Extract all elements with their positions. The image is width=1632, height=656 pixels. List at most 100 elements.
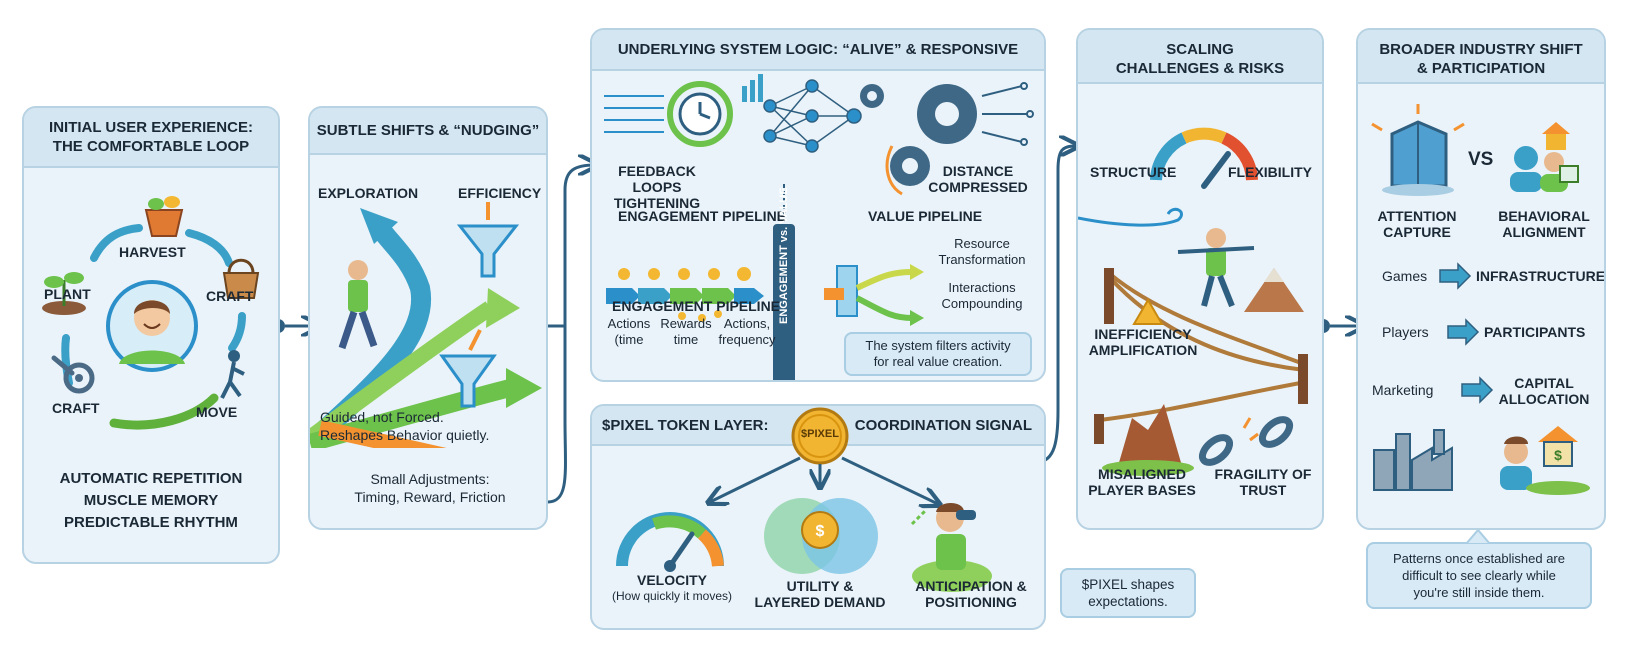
person-house-icon: $ <box>1500 426 1590 495</box>
system-logic-diagram <box>604 74 1034 380</box>
value-pipeline-icon <box>824 264 924 326</box>
fragility-label: FRAGILITY OF TRUST <box>1204 466 1322 498</box>
games-label: Games <box>1382 268 1428 284</box>
nudging-paths-diagram <box>310 202 542 448</box>
note-line: for real value creation. <box>873 354 1003 369</box>
panel-title: INITIAL USER EXPERIENCE: THE COMFORTABLE… <box>24 108 278 168</box>
mountain-icon <box>1244 268 1304 312</box>
panel-title: $PIXEL TOKEN LAYER: COORDINATION SIGNAL <box>592 406 1044 446</box>
label-line: ALLOCATION <box>1498 391 1590 407</box>
path-arrow-orange <box>318 420 447 448</box>
small-line: Small Adjustments: <box>370 471 490 487</box>
engagement-pipeline-top-label: ENGAGEMENT PIPELINE <box>618 208 787 224</box>
inefficiency-label: INEFFICIENCY AMPLIFICATION <box>1078 326 1208 358</box>
loop-arrow <box>185 229 233 267</box>
small-line: Timing, Reward, Friction <box>354 489 506 505</box>
engagement-pipeline-bottom-label: ENGAGEMENT PIPELINE <box>612 298 781 314</box>
tightrope-walker-icon <box>1177 228 1255 308</box>
bar-chart-icon <box>742 74 763 102</box>
note-line: Patterns once established are <box>1393 551 1565 566</box>
speedometer-icon <box>616 512 724 572</box>
footer-line: PREDICTABLE RHYTHM <box>64 514 238 531</box>
structure-label: STRUCTURE <box>1090 164 1177 180</box>
layered-demand-icon: $ <box>764 498 878 574</box>
engagement-pipeline-arrow <box>606 288 764 304</box>
panel-pixel-token-layer: $PIXEL TOKEN LAYER: COORDINATION SIGNAL … <box>590 404 1046 630</box>
scaling-risk-diagram <box>1078 127 1308 476</box>
label-line: MISALIGNED <box>1098 466 1186 482</box>
neural-network-icon <box>763 79 862 153</box>
harvest-label: HARVEST <box>119 244 186 260</box>
people-home-icon <box>1510 122 1579 192</box>
panel-system-logic: UNDERLYING SYSTEM LOGIC: “ALIVE” & RESPO… <box>590 28 1046 382</box>
label-line: FRAGILITY OF <box>1214 466 1312 482</box>
distance-compressed-label: DISTANCE COMPRESSED <box>918 163 1038 195</box>
feedback-loops-label: FEEDBACK LOOPS TIGHTENING <box>592 163 722 211</box>
person-binoculars-icon <box>910 503 992 592</box>
title-line: SCALING <box>1166 41 1234 58</box>
craft-right-label: CRAFT <box>206 288 254 304</box>
footer-line: AUTOMATIC REPETITION <box>59 470 243 487</box>
cycle-arrow <box>885 145 903 196</box>
label-line: AMPLIFICATION <box>1088 342 1198 358</box>
building-icon <box>1371 104 1465 196</box>
factory-icon <box>1373 429 1453 491</box>
actions-time-label: Actions (time <box>602 316 656 348</box>
label-line: ATTENTION <box>1377 208 1457 224</box>
panel-initial-experience: INITIAL USER EXPERIENCE: THE COMFORTABLE… <box>22 106 280 564</box>
engagement-vs-value-label: ENGAGEMENT vs. VALUE <box>778 187 790 324</box>
label-line: INEFFICIENCY <box>1094 326 1192 342</box>
label-line: POSITIONING <box>925 594 1017 610</box>
label-line: Interactions <box>948 280 1016 295</box>
panel-title: UNDERLYING SYSTEM LOGIC: “ALIVE” & RESPO… <box>592 30 1044 71</box>
small-adjustments-note: Small Adjustments: Timing, Reward, Frict… <box>320 470 540 506</box>
bucket-icon <box>222 258 260 299</box>
note-line: difficult to see clearly while <box>1402 568 1556 583</box>
move-label: MOVE <box>196 404 238 420</box>
sprout-icon <box>42 272 86 315</box>
efficiency-label: EFFICIENCY <box>458 185 542 201</box>
industry-shift-diagram: $ <box>1371 104 1590 495</box>
title-line: UNDERLYING SYSTEM LOGIC: “ALIVE” & RESPO… <box>617 41 1019 58</box>
spark-icon <box>1242 417 1259 442</box>
guided-line: Guided, not Forced. <box>320 409 444 425</box>
note-line: expectations. <box>1088 594 1168 609</box>
label-line: PLAYER BASES <box>1088 482 1196 498</box>
plant-label: PLANT <box>44 286 91 302</box>
engagement-value-bar <box>773 224 795 380</box>
label-line: Transformation <box>938 252 1026 267</box>
pixel-coin-icon <box>791 407 849 465</box>
panel-title: SCALING CHALLENGES & RISKS <box>1078 30 1322 84</box>
pipeline-icons <box>618 267 751 281</box>
loop-footer: AUTOMATIC REPETITION MUSCLE MEMORY PREDI… <box>24 468 278 534</box>
label-line: CAPITAL <box>1514 375 1574 391</box>
connector-p2-p3 <box>547 165 595 504</box>
attention-capture-label: ATTENTION CAPTURE <box>1362 208 1472 240</box>
title-left: $PIXEL TOKEN LAYER: <box>602 417 769 434</box>
clock-icon <box>667 81 733 147</box>
label-line: Rewards <box>660 316 712 331</box>
comfortable-loop-diagram <box>42 196 260 430</box>
note-line: $PIXEL shapes <box>1081 577 1175 592</box>
participants-label: PARTICIPANTS <box>1484 324 1586 340</box>
label-line: Resource <box>954 236 1010 251</box>
label-line: CAPTURE <box>1383 224 1451 240</box>
title-line: THE COMFORTABLE LOOP <box>52 138 250 155</box>
funnel-icon <box>456 224 520 278</box>
anticipation-label: ANTICIPATION & POSITIONING <box>898 578 1044 610</box>
label-line: UTILITY & <box>786 578 854 594</box>
craft-left-label: CRAFT <box>52 400 100 416</box>
capital-allocation-label: CAPITAL ALLOCATION <box>1494 375 1594 407</box>
post-icon <box>1094 268 1308 444</box>
arrow-right-icon <box>1439 262 1494 404</box>
basket-icon <box>144 196 184 237</box>
walking-person-icon <box>220 350 245 399</box>
utility-label: UTILITY & LAYERED DEMAND <box>742 578 898 610</box>
panel-title: SUBTLE SHIFTS & “NUDGING” <box>310 108 546 155</box>
tightrope-icon <box>1099 272 1307 422</box>
walking-person-icon <box>338 260 378 350</box>
label-line: DISTANCE <box>942 163 1014 179</box>
label-line: ANTICIPATION & <box>915 578 1027 594</box>
label-line: time <box>673 332 699 347</box>
label-line: LAYERED DEMAND <box>754 594 886 610</box>
